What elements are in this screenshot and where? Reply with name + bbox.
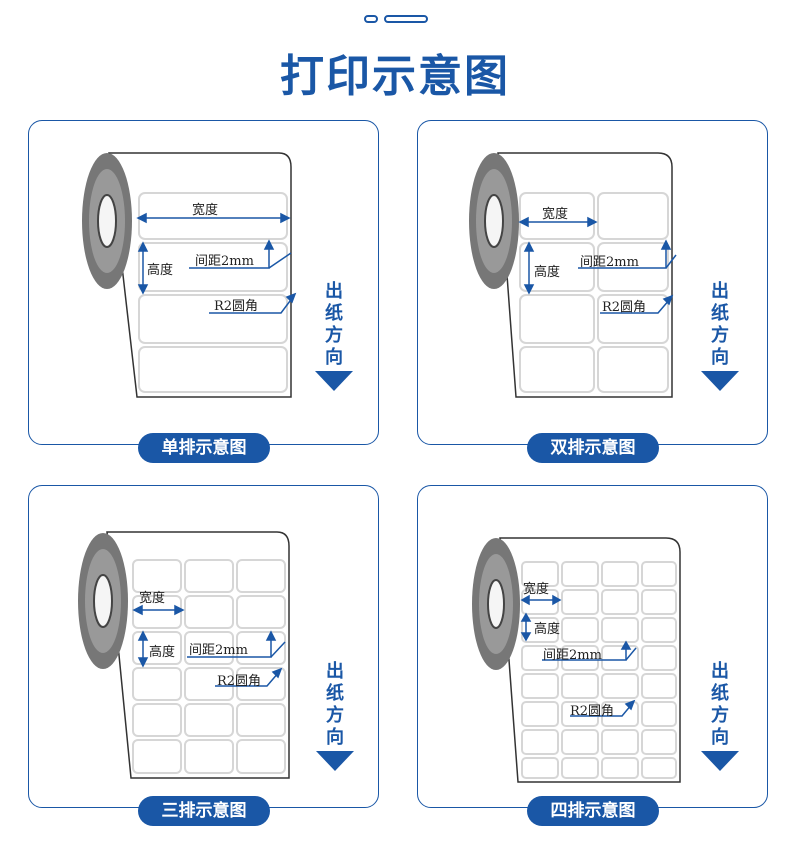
title-decoration-long bbox=[384, 15, 428, 23]
gap-label: 间距2mm bbox=[580, 255, 639, 270]
width-label: 宽度 bbox=[523, 582, 550, 597]
paper-direction-indicator: 出纸方向 bbox=[315, 661, 355, 771]
gap-label: 间距2mm bbox=[195, 254, 254, 269]
down-arrow-icon bbox=[315, 371, 353, 391]
label-roll-illustration bbox=[469, 152, 677, 398]
direction-text: 出纸方向 bbox=[711, 281, 729, 368]
label-roll-illustration bbox=[78, 531, 290, 779]
panel-double-row: 宽度 高度 间距2mm R2圆角 出纸方向 bbox=[417, 120, 768, 445]
radius-label: R2圆角 bbox=[214, 299, 259, 314]
radius-label: R2圆角 bbox=[217, 674, 262, 689]
down-arrow-icon bbox=[316, 751, 354, 771]
caption-badge: 双排示意图 bbox=[527, 433, 659, 463]
caption-badge: 四排示意图 bbox=[527, 796, 659, 826]
width-label: 宽度 bbox=[192, 203, 219, 218]
panel-triple-row: 宽度 高度 间距2mm R2圆角 出纸方向 bbox=[28, 485, 379, 808]
height-label: 高度 bbox=[534, 265, 561, 280]
label-roll-illustration bbox=[82, 152, 297, 398]
width-label: 宽度 bbox=[139, 591, 166, 606]
direction-text: 出纸方向 bbox=[326, 661, 344, 748]
title-decoration-short bbox=[364, 15, 378, 23]
gap-label: 间距2mm bbox=[543, 648, 602, 663]
caption-badge: 三排示意图 bbox=[138, 796, 270, 826]
radius-label: R2圆角 bbox=[602, 300, 647, 315]
paper-direction-indicator: 出纸方向 bbox=[700, 661, 740, 771]
radius-label: R2圆角 bbox=[570, 704, 615, 719]
down-arrow-icon bbox=[701, 371, 739, 391]
label-roll-illustration bbox=[472, 537, 681, 783]
width-label: 宽度 bbox=[542, 207, 569, 222]
panel-quadruple-row: 宽度 高度 间距2mm R2圆角 出纸方向 bbox=[417, 485, 768, 808]
down-arrow-icon bbox=[701, 751, 739, 771]
height-label: 高度 bbox=[147, 263, 174, 278]
direction-text: 出纸方向 bbox=[711, 661, 729, 748]
height-label: 高度 bbox=[149, 645, 176, 660]
paper-direction-indicator: 出纸方向 bbox=[700, 281, 740, 391]
gap-label: 间距2mm bbox=[189, 643, 248, 658]
page-title: 打印示意图 bbox=[280, 51, 510, 102]
caption-badge: 单排示意图 bbox=[138, 433, 270, 463]
panel-single-row: 宽度 高度 间距2mm R2圆角 出纸方向 bbox=[28, 120, 379, 445]
height-label: 高度 bbox=[534, 622, 561, 637]
direction-text: 出纸方向 bbox=[325, 281, 343, 368]
paper-direction-indicator: 出纸方向 bbox=[314, 281, 354, 391]
